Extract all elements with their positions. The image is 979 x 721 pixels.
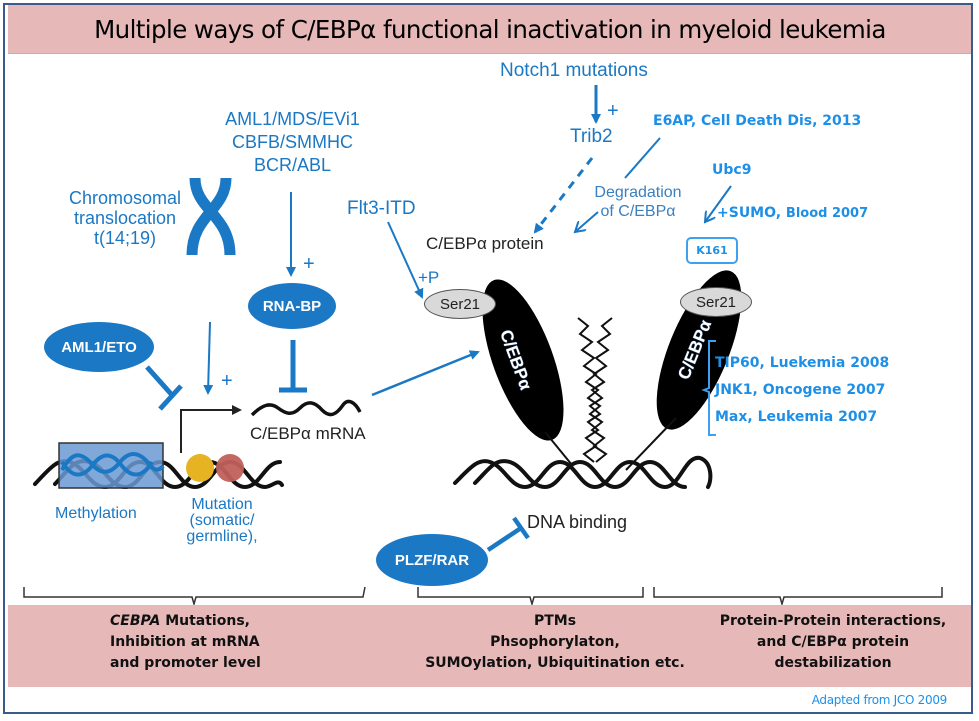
max-reference: Max, Leukemia 2007: [715, 409, 878, 425]
jnk1-reference: JNK1, Oncogene 2007: [715, 382, 886, 398]
fusion-proteins-label: AML1/MDS/EVi1 CBFB/SMMHC BCR/ABL: [225, 109, 360, 175]
methylation-box: [58, 442, 164, 489]
leucine-zipper: [577, 317, 613, 463]
interactions-bracket: [701, 340, 716, 436]
plzf-rar-inhibition: [486, 516, 530, 552]
rna-bp-node: RNA-BP: [248, 283, 336, 329]
transcription-start-arrow: [180, 405, 242, 453]
bound-dna: [453, 455, 713, 490]
aml1-eto-node: AML1/ETO: [44, 322, 154, 372]
cebpa-protein-label: C/EBPα protein: [426, 234, 544, 253]
sumo-reference: +SUMO, Blood 2007: [717, 205, 869, 221]
cebpa-protein-left: [482, 279, 564, 441]
flt3-itd-label: Flt3-ITD: [347, 198, 416, 219]
chromosomal-translocation-label: Chromosomal translocation t(14;19): [68, 188, 182, 248]
e6ap-line: [624, 137, 661, 179]
ubc9-reference: Ubc9: [712, 162, 752, 178]
ubc9-arrow: [705, 185, 732, 222]
mutation-dot-germline: [216, 454, 244, 482]
plus-sign-notch: +: [607, 100, 619, 122]
notch1-mutations-label: Notch1 mutations: [500, 60, 648, 81]
aml1-eto-inhibition: [145, 365, 183, 411]
figure-title: Multiple ways of C/EBPα functional inact…: [93, 14, 886, 44]
mutation-label: Mutation (somatic/ germline),: [186, 496, 258, 545]
translation-arrow: [371, 350, 480, 397]
degradation-label: Degradation of C/EBPα: [594, 184, 682, 220]
category-ptms: PTMs Phsophorylaton, SUMOylation, Ubiqui…: [425, 613, 685, 671]
trib2-dashed-arrow: [533, 157, 594, 234]
plzf-rar-node: PLZF/RAR: [376, 534, 488, 586]
plus-sign-translocation: +: [221, 370, 233, 392]
rna-bp-inhibition: [279, 340, 307, 393]
dna-binding-label: DNA binding: [527, 512, 628, 532]
plus-sign-fusion: +: [303, 253, 315, 275]
e6ap-reference: E6AP, Cell Death Dis, 2013: [653, 113, 862, 129]
chromosome-icon: [186, 177, 236, 256]
degradation-arrow: [575, 211, 599, 232]
mutation-dot-somatic: [186, 454, 214, 482]
source-credit: Adapted from JCO 2009: [811, 693, 948, 707]
title-bar: Multiple ways of C/EBPα functional inact…: [8, 5, 971, 54]
methylation-label: Methylation: [55, 505, 137, 522]
mrna-strand: [250, 399, 362, 417]
phosphorylation-label: +P: [418, 268, 440, 287]
trib2-label: Trib2: [570, 126, 613, 147]
figure-frame: [3, 3, 973, 714]
interaction-references: TIP60, Luekemia 2008 JNK1, Oncogene 2007…: [715, 350, 889, 431]
k161-site: K161: [686, 237, 738, 264]
category-interactions: Protein-Protein interactions, and C/EBPα…: [719, 613, 947, 671]
category-braces: [23, 586, 943, 607]
cebpa-mrna-label: C/EBPα mRNA: [250, 424, 366, 443]
translocation-arrow: [203, 321, 214, 395]
tip60-reference: TIP60, Luekemia 2008: [715, 355, 890, 371]
ser21-left: Ser21: [424, 289, 496, 319]
flt3-arrow: [387, 221, 424, 299]
ser21-right: Ser21: [680, 287, 752, 317]
category-mutations: CEBPA Mutations, Inhibition at mRNA and …: [110, 613, 261, 671]
category-band: [8, 605, 971, 687]
